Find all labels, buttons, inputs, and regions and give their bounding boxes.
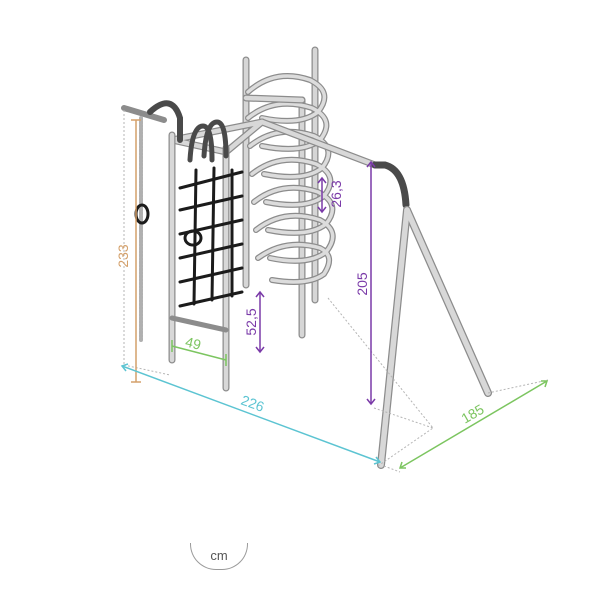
guide-lines [123, 110, 549, 473]
unit-label: cm [210, 548, 228, 563]
gymnastic-frame [121, 46, 492, 469]
dimension-width-49: 49 [171, 334, 227, 366]
dimension-label-205: 205 [354, 272, 370, 296]
dimension-width-226: 226 [120, 363, 382, 465]
side-bar [121, 100, 183, 143]
swing-arm [371, 161, 492, 469]
dimension-height-205: 205 [354, 160, 376, 406]
ladder-rungs [169, 315, 229, 333]
dimension-depth-185: 185 [398, 380, 549, 469]
dimension-height-233: 233 [115, 119, 141, 383]
dimension-label-26-3: 26,3 [328, 180, 344, 207]
back-posts [242, 46, 319, 339]
dimension-label-233: 233 [115, 244, 131, 268]
climbing-net [178, 166, 244, 308]
handle-arches [187, 119, 229, 163]
dimension-label-52-5: 52,5 [243, 308, 259, 335]
dimension-label-185: 185 [458, 401, 486, 427]
dimension-low-52-5: 52,5 [243, 290, 265, 354]
dimension-step-26-3: 26,3 [317, 176, 344, 214]
dimension-label-49: 49 [184, 334, 203, 353]
dimension-label-226: 226 [239, 392, 267, 415]
